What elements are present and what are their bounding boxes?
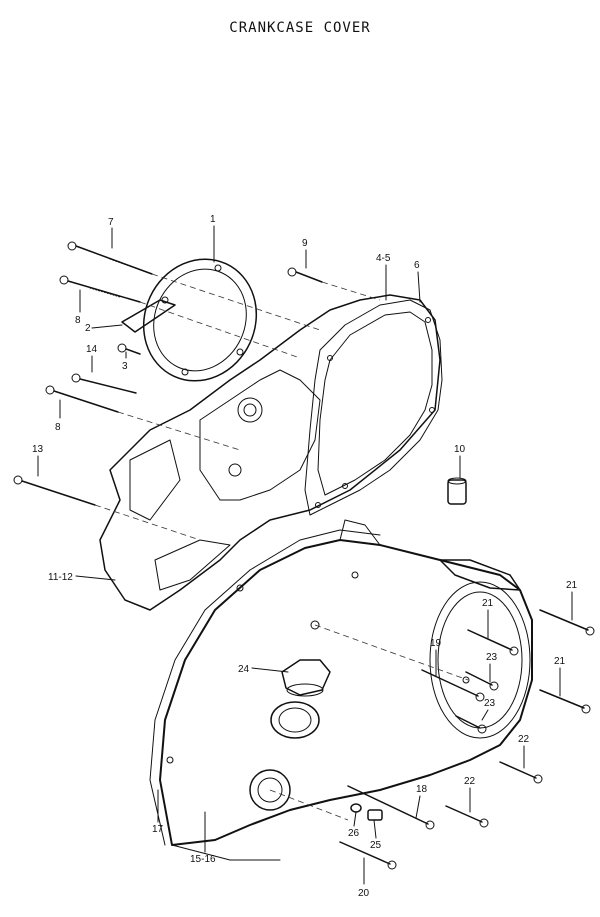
callout-10: 10 xyxy=(454,444,466,455)
callout-6: 6 xyxy=(414,260,420,271)
bolt-19 xyxy=(421,669,485,702)
diagram-title: CRANKCASE COVER xyxy=(229,20,371,36)
callout-8-lower: 8 xyxy=(55,422,61,433)
bolt-22-a xyxy=(499,761,543,784)
callout-22-b: 22 xyxy=(464,776,476,787)
callout-20: 20 xyxy=(358,888,370,899)
bolt-21-c xyxy=(539,689,591,714)
callout-26: 26 xyxy=(348,828,360,839)
screw-3 xyxy=(117,343,141,355)
callout-2: 2 xyxy=(85,323,91,334)
bolt-18 xyxy=(347,785,435,830)
gasket-ring-1 xyxy=(142,258,258,382)
callout-21-a: 21 xyxy=(566,580,578,591)
bolt-20 xyxy=(339,841,397,870)
bolt-23-b xyxy=(455,715,487,734)
leader-lines xyxy=(37,225,573,885)
callout-18: 18 xyxy=(416,784,428,795)
cover-plate-2 xyxy=(121,299,176,333)
bolt-21-b xyxy=(467,629,519,656)
callout-23-b: 23 xyxy=(484,698,496,709)
drain-plug-25 xyxy=(367,809,383,821)
callout-4-5: 4-5 xyxy=(376,253,391,264)
washer-26 xyxy=(350,803,362,813)
bolt-22-b xyxy=(445,805,489,828)
callout-11-12: 11-12 xyxy=(48,572,73,583)
bolt-7 xyxy=(67,241,153,275)
oil-filler-cap-24 xyxy=(281,659,331,697)
callout-24: 24 xyxy=(238,664,250,675)
callout-9: 9 xyxy=(302,238,308,249)
bolt-8-lower xyxy=(45,385,119,413)
alignment-lines xyxy=(94,273,469,821)
callout-8-upper: 8 xyxy=(75,315,81,326)
callout-13: 13 xyxy=(32,444,44,455)
inner-cover-plate xyxy=(99,294,441,611)
callout-19: 19 xyxy=(430,638,442,649)
callout-21-c: 21 xyxy=(554,656,566,667)
bolt-23-a xyxy=(465,671,499,691)
dowel-pin-10 xyxy=(447,477,467,505)
callout-22-a: 22 xyxy=(518,734,530,745)
callout-1: 1 xyxy=(210,214,216,225)
bolt-9 xyxy=(287,267,323,283)
callout-23-a: 23 xyxy=(486,652,498,663)
callout-14: 14 xyxy=(86,344,98,355)
gasket-6 xyxy=(304,299,443,516)
callout-17: 17 xyxy=(152,824,164,835)
callout-labels: 1 7 8 2 14 3 8 13 9 4-5 6 10 11-12 21 21… xyxy=(32,214,578,899)
bolt-8-upper xyxy=(59,275,141,303)
bolt-21-a xyxy=(539,609,595,636)
callout-7: 7 xyxy=(108,217,114,228)
main-crankcase-cover xyxy=(149,519,533,861)
bolt-14 xyxy=(71,373,137,394)
callout-25: 25 xyxy=(370,840,382,851)
bolt-13 xyxy=(13,475,96,506)
callout-21-b: 21 xyxy=(482,598,494,609)
callout-15-16: 15-16 xyxy=(190,854,216,865)
callout-3: 3 xyxy=(122,361,128,372)
